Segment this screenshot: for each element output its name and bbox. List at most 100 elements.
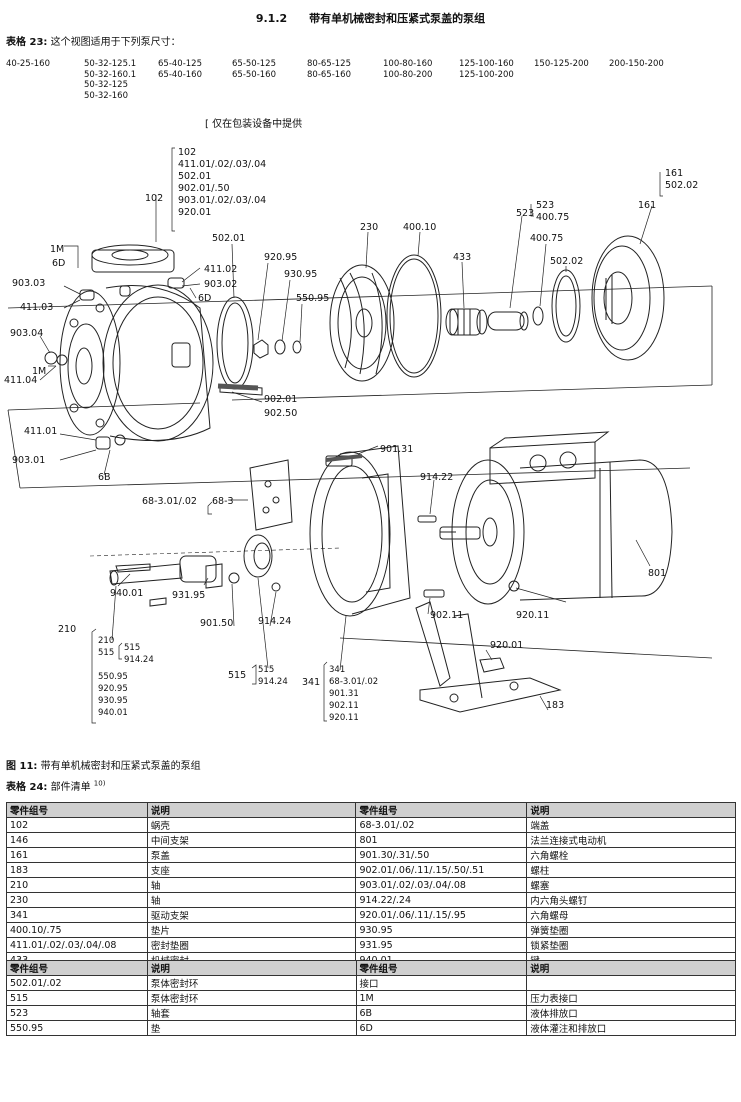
label-210-group-2: 515 — [98, 648, 114, 658]
label-161-group: 161 — [665, 168, 683, 179]
table24-caption: 表格 24: 部件清单 10) — [6, 778, 105, 793]
description-cell: 法兰连接式电动机 — [526, 832, 736, 848]
section-heading: 9.1.2 带有单机械密封和压紧式泵盖的泵组 — [0, 10, 741, 26]
size-value: 80-65-125 — [307, 59, 351, 69]
size-value: 40-25-160 — [6, 59, 50, 69]
part-number-cell: 146 — [6, 832, 148, 848]
label-902-11: 902.11 — [430, 610, 463, 621]
header-description: 说明 — [526, 960, 736, 976]
description-cell: 垫 — [146, 1020, 357, 1036]
description-cell: 端盖 — [526, 817, 736, 833]
label-902-group: 902.01/.50 — [178, 183, 230, 194]
label-1m-b: 1M — [32, 366, 46, 377]
figure11-caption: 图 11: 带有单机械密封和压紧式泵盖的泵组 — [6, 757, 201, 772]
part-number-cell: 161 — [6, 847, 148, 863]
part-number-cell: 930.95 — [355, 922, 528, 938]
description-cell: 轴 — [146, 877, 357, 893]
description-cell: 驱动支架 — [146, 907, 357, 923]
description-cell: 泵体密封环 — [146, 975, 357, 991]
table24-label: 表格 24: — [6, 782, 48, 793]
label-210-group-3: 550.95 — [98, 672, 128, 682]
table-header-row: 零件组号 说明 零件组号 说明 — [6, 960, 736, 976]
label-6d: 6D — [52, 258, 65, 269]
description-cell: 轴套 — [146, 1005, 357, 1021]
description-cell: 螺柱 — [526, 862, 736, 878]
label-183: 183 — [546, 700, 564, 711]
label-920-01: 920.01 — [490, 640, 523, 651]
table-header-row: 零件组号 说明 零件组号 说明 — [6, 802, 736, 818]
label-411-02: 411.02 — [204, 264, 237, 275]
part-number-cell: 801 — [355, 832, 528, 848]
shaft-210 — [109, 555, 217, 586]
label-230: 230 — [360, 222, 378, 233]
header-description: 说明 — [526, 802, 736, 818]
header-part-no: 零件组号 — [355, 960, 528, 976]
description-cell: 轴 — [146, 892, 357, 908]
description-cell: 六角螺母 — [526, 907, 736, 923]
leader-lines — [39, 147, 663, 724]
label-515-group-2: 914.24 — [258, 677, 288, 687]
figure11-text: 带有单机械密封和压紧式泵盖的泵组 — [40, 761, 201, 772]
label-341-group-1: 341 — [329, 665, 345, 675]
size-column: 80-65-125 80-65-160 — [307, 59, 351, 80]
size-value: 125-100-200 — [459, 69, 514, 80]
label-801: 801 — [648, 568, 666, 579]
section-number: 9.1.2 — [255, 12, 288, 25]
label-210-group-6: 940.01 — [98, 708, 128, 718]
section-title: 带有单机械密封和压紧式泵盖的泵组 — [309, 12, 486, 25]
part-number-cell: 920.01/.06/.11/.15/.95 — [355, 907, 528, 923]
wear-ring-502-01 — [216, 296, 254, 390]
label-515-sub-2: 914.24 — [124, 655, 154, 665]
exploded-view-drawing: 102 411.01/.02/.03/.04 502.01 902.01/.50… — [4, 147, 713, 724]
lock-washer-931-95 — [205, 563, 223, 589]
screws-914-22 — [417, 515, 445, 598]
label-341: 341 — [302, 677, 320, 688]
label-903-04: 903.04 — [10, 328, 43, 339]
header-part-no: 零件组号 — [355, 802, 528, 818]
description-cell: 垫片 — [146, 922, 357, 938]
part-number-cell: 400.10/.75 — [6, 922, 148, 938]
size-value: 125-100-160 — [459, 59, 514, 69]
description-cell: 内六角头螺钉 — [526, 892, 736, 908]
part-number-cell: 210 — [6, 877, 148, 893]
label-550-95: 550.95 — [296, 293, 329, 304]
size-value: 65-50-125 — [232, 59, 276, 69]
label-940-01: 940.01 — [110, 588, 143, 599]
label-68-3: 68-3 — [212, 496, 234, 507]
part-number-cell: 183 — [6, 862, 148, 878]
label-6d-b: 6D — [198, 293, 211, 304]
description-cell: 液体灌注和排放口 — [526, 1020, 736, 1036]
label-411-01: 411.01 — [24, 426, 57, 437]
bearing-sleeve-515 — [243, 534, 273, 578]
table23-caption: 表格 23: 这个视图适用于下列泵尺寸： — [6, 33, 181, 48]
part-number-cell: 102 — [6, 817, 148, 833]
volute-casing — [59, 244, 214, 442]
label-1m: 1M — [50, 244, 64, 255]
table23-label: 表格 23: — [6, 37, 48, 48]
description-cell: 中间支架 — [146, 832, 357, 848]
label-515: 515 — [228, 670, 246, 681]
part-labels: 102 411.01/.02/.03/.04 502.01 902.01/.50… — [4, 147, 698, 723]
size-value: 200-150-200 — [609, 59, 664, 69]
label-102: 102 — [145, 193, 163, 204]
size-value: 65-50-160 — [232, 69, 276, 80]
size-value: 100-80-160 — [383, 59, 433, 69]
size-value: 50-32-125 — [84, 80, 128, 90]
label-502-02: 502.02 — [550, 256, 583, 267]
label-903-group: 903.01/.02/.03/.04 — [178, 195, 266, 206]
size-column: 65-50-125 65-50-160 — [232, 59, 276, 80]
header-part-no: 零件组号 — [6, 960, 148, 976]
nut-washers — [253, 339, 302, 359]
bolt-901-31 — [325, 454, 363, 462]
label-920-11: 920.11 — [516, 610, 549, 621]
label-411-04: 411.04 — [4, 375, 37, 386]
description-cell: 液体排放口 — [526, 1005, 736, 1021]
